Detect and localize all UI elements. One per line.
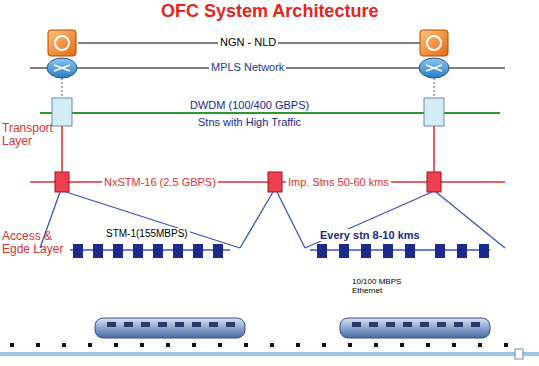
network-label: NGN - NLD	[218, 36, 278, 48]
diagram-title: OFC System Architecture	[161, 2, 378, 22]
network-label: MPLS Network	[209, 61, 286, 73]
layer-label: Transport Layer	[2, 122, 62, 148]
link-label: 10/100 MBPS Ethernet	[352, 278, 412, 296]
layer-label: Access & Egde Layer	[2, 230, 64, 256]
note-label: Stns with High Traffic	[198, 116, 301, 128]
link-label: DWDM (100/400 GBPS)	[190, 99, 309, 111]
note-label: Every stn 8-10 kms	[318, 229, 422, 241]
note-label: Imp. Stns 50-60 kms	[286, 176, 391, 188]
link-label: STM-1(155MBPS)	[104, 228, 190, 239]
link-label: NxSTM-16 (2.5 GBPS)	[102, 176, 218, 188]
